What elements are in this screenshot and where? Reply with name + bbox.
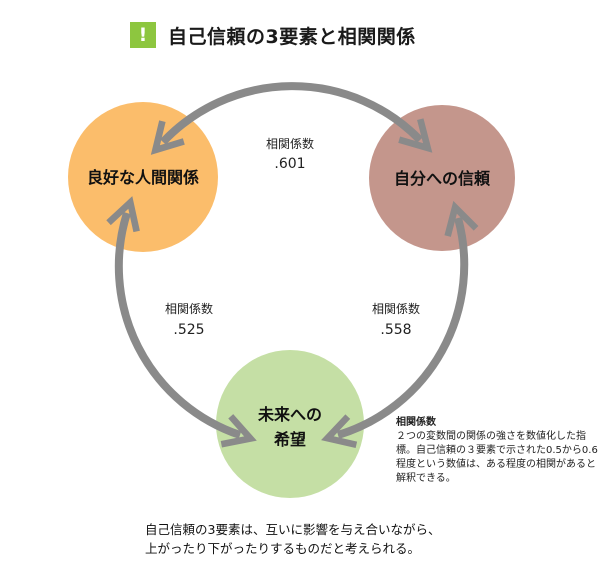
arrow-top [150, 82, 433, 155]
page-title: 自己信頼の3要素と相関関係 [168, 25, 416, 48]
exclamation-icon: ! [130, 22, 156, 48]
node-self-trust-label: 自分への信頼 [394, 169, 491, 188]
caption-line-1: 自己信頼の3要素は、互いに影響を与え合いながら、 [145, 522, 441, 537]
corr-left-value: .525 [173, 322, 204, 338]
arrow-right [321, 200, 479, 449]
corr-right-label: 相関係数 [372, 301, 420, 316]
caption: 自己信頼の3要素は、互いに影響を与え合いながら、 上がったり下がったりするものだ… [145, 520, 505, 558]
correlation-note: 相関係数 ２つの変数間の関係の強さを数値化した指標。自己信頼の３要素で示された0… [396, 416, 600, 486]
node-future-hope-label-line1: 未来への [257, 405, 322, 424]
node-relationships-label: 良好な人間関係 [87, 168, 199, 187]
header: ! 自己信頼の3要素と相関関係 [130, 18, 416, 52]
corr-top-label: 相関係数 [266, 136, 314, 151]
node-future-hope-label-line2: 希望 [274, 430, 306, 449]
note-title: 相関係数 [396, 417, 436, 428]
corr-left-label: 相関係数 [165, 301, 213, 316]
corr-right-value: .558 [380, 322, 411, 338]
arrow-left [106, 196, 257, 448]
caption-line-2: 上がったり下がったりするものだと考えられる。 [145, 541, 421, 556]
note-body: ２つの変数間の関係の強さを数値化した指標。自己信頼の３要素で示された0.5から0… [396, 431, 598, 484]
node-future-hope [216, 350, 364, 498]
corr-top-value: .601 [274, 156, 305, 172]
